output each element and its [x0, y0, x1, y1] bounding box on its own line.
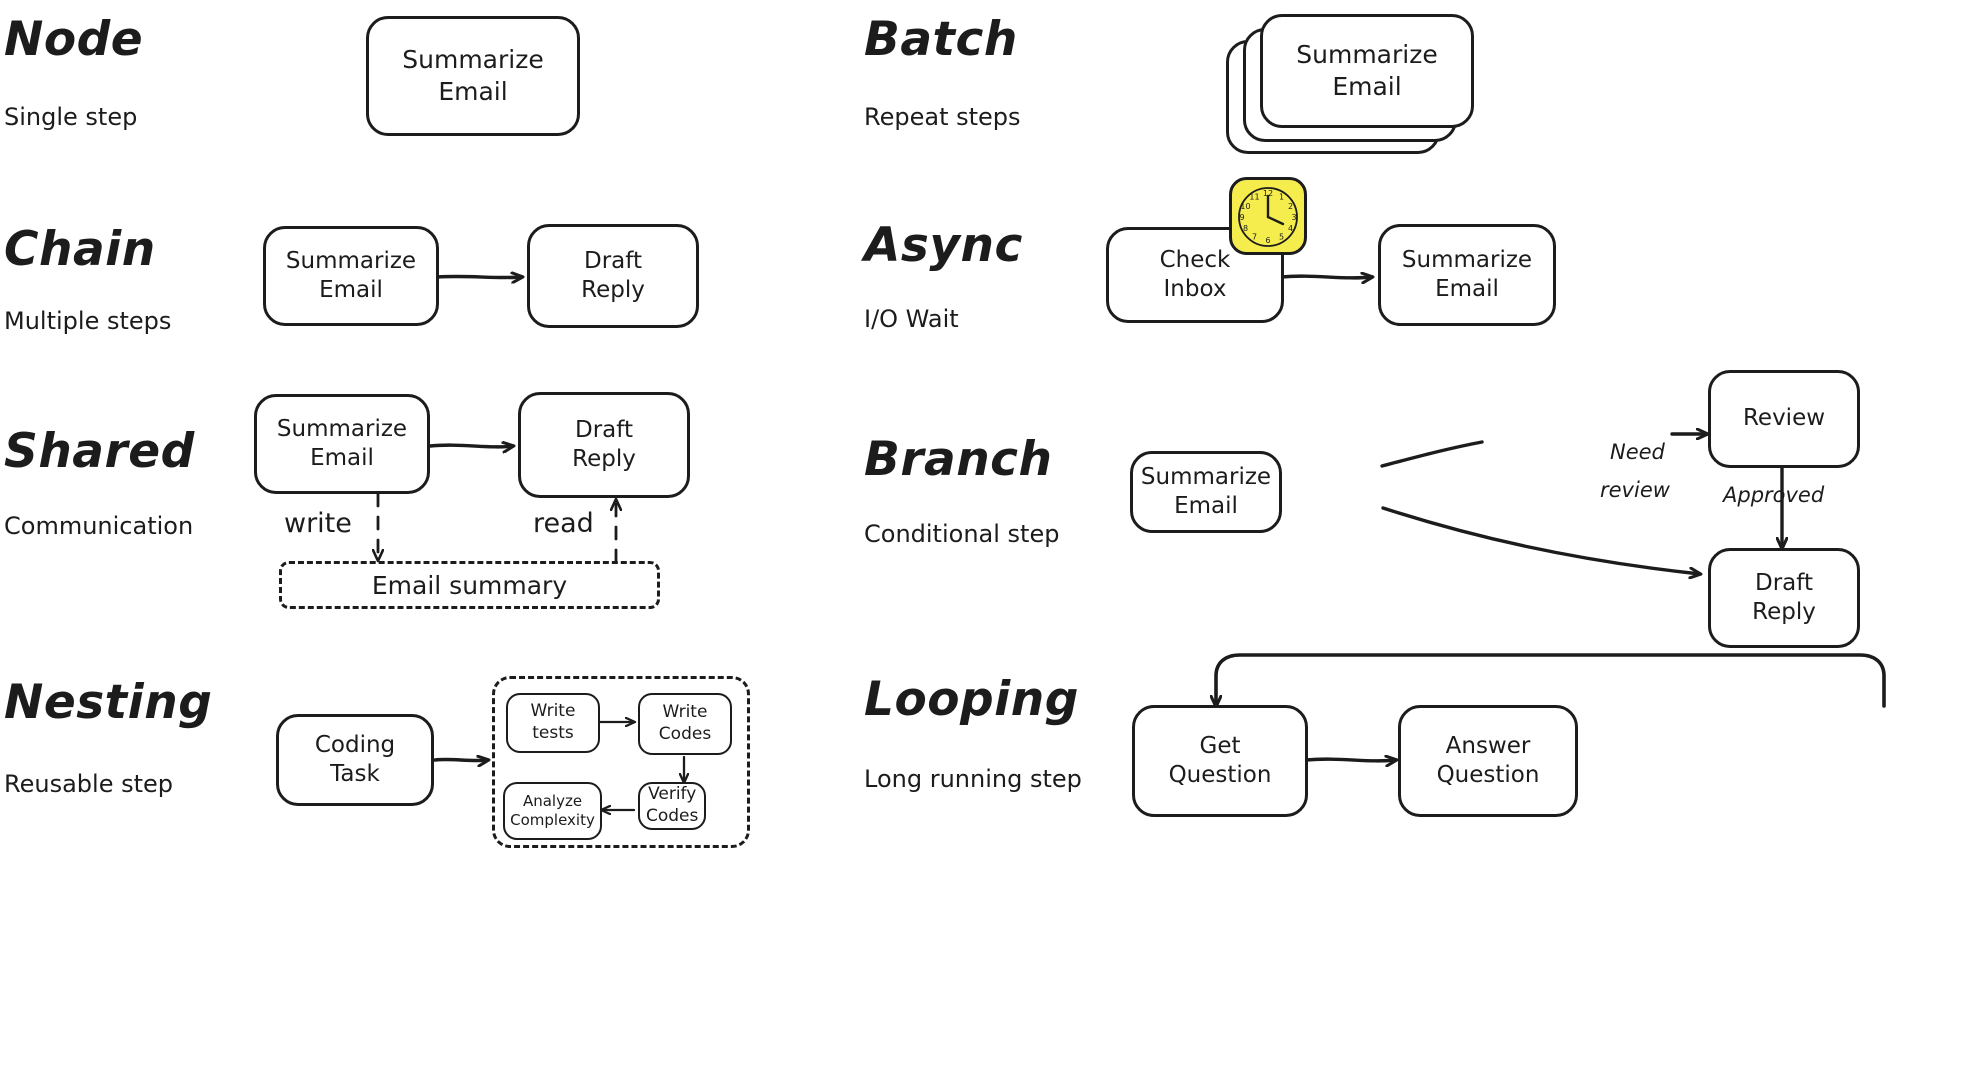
clock-num-5: 5 — [1279, 233, 1284, 242]
node-summarize-email-chain[interactable]: Summarize Email — [263, 226, 439, 326]
node-write-codes[interactable]: Write Codes — [638, 693, 732, 755]
clock-num-11: 11 — [1249, 193, 1259, 202]
pattern-title-chain: Chain — [4, 222, 156, 277]
node-label: Review — [1742, 405, 1826, 432]
node-label: Verify Codes — [646, 784, 699, 826]
node-label: Write tests — [530, 701, 576, 743]
pattern-title-async: Async — [864, 218, 1023, 273]
node-answer-question[interactable]: Answer Question — [1398, 705, 1578, 817]
node-label: Answer Question — [1436, 732, 1540, 788]
pattern-subtitle-chain: Multiple steps — [4, 307, 172, 335]
node-get-question[interactable]: Get Question — [1132, 705, 1308, 817]
node-analyze-complexity[interactable]: Analyze Complexity — [503, 782, 602, 840]
clock-num-9: 9 — [1239, 213, 1244, 222]
edge-label-need: Need — [1610, 440, 1665, 464]
node-label: Summarize Email — [1140, 463, 1272, 519]
edge-looping-get-to-answer — [1304, 759, 1396, 761]
pattern-title-batch: Batch — [864, 12, 1018, 67]
clock-num-4: 4 — [1288, 224, 1293, 233]
node-draft-reply-chain[interactable]: Draft Reply — [527, 224, 699, 328]
edge-chain-summarize-to-draft — [435, 276, 522, 277]
edge-shared-summarize-to-draft — [428, 445, 513, 447]
edge-branch-need-review — [1380, 434, 1707, 468]
pattern-subtitle-batch: Repeat steps — [864, 103, 1021, 131]
node-label: Analyze Complexity — [510, 791, 595, 829]
node-label: Write Codes — [658, 702, 712, 744]
clock-num-1: 1 — [1279, 193, 1284, 202]
node-label: Summarize Email — [276, 415, 408, 471]
edge-label-write: write — [284, 508, 352, 539]
shared-store-label: Email summary — [371, 570, 568, 600]
pattern-subtitle-looping: Long running step — [864, 765, 1082, 793]
node-summarize-email-async[interactable]: Summarize Email — [1378, 224, 1556, 326]
clock-num-10: 10 — [1240, 202, 1250, 211]
node-summarize-email-batch[interactable]: Summarize Email — [1260, 14, 1474, 128]
pattern-subtitle-branch: Conditional step — [864, 520, 1060, 548]
edge-nesting-coding-to-group — [433, 759, 488, 760]
node-write-tests[interactable]: Write tests — [506, 693, 600, 753]
pattern-title-shared: Shared — [4, 424, 195, 479]
node-check-inbox-async[interactable]: Check Inbox — [1106, 227, 1284, 323]
clock-icon-svg: 12 1 2 3 4 5 6 7 8 9 10 11 — [1229, 177, 1307, 255]
pattern-title-looping: Looping — [864, 672, 1079, 727]
node-label: Summarize Email — [285, 247, 417, 303]
node-label: Draft Reply — [1752, 569, 1816, 625]
node-summarize-email-shared[interactable]: Summarize Email — [254, 394, 430, 494]
node-label: Check Inbox — [1159, 246, 1231, 302]
node-verify-codes[interactable]: Verify Codes — [638, 782, 707, 830]
edge-looping-answer-to-get — [1216, 653, 1886, 706]
pattern-subtitle-nesting: Reusable step — [4, 770, 173, 798]
pattern-subtitle-shared: Communication — [4, 512, 194, 540]
node-label: Draft Reply — [572, 416, 636, 472]
clock-icon: 12 1 2 3 4 5 6 7 8 9 10 11 — [1228, 176, 1308, 260]
nesting-group-container — [492, 676, 750, 848]
clock-num-6: 6 — [1265, 236, 1270, 245]
clock-num-2: 2 — [1288, 202, 1293, 211]
node-review-branch[interactable]: Review — [1708, 370, 1860, 468]
pattern-subtitle-node: Single step — [4, 103, 138, 131]
node-label: Draft Reply — [581, 247, 645, 303]
pattern-subtitle-async: I/O Wait — [864, 305, 959, 333]
clock-num-8: 8 — [1243, 224, 1248, 233]
edge-async-check-to-summarize — [1279, 276, 1372, 278]
node-label: Summarize Email — [1296, 40, 1438, 101]
node-summarize-email-node[interactable]: Summarize Email — [366, 16, 580, 136]
pattern-title-branch: Branch — [864, 432, 1053, 487]
edge-label-read: read — [533, 508, 594, 539]
clock-num-7: 7 — [1252, 233, 1257, 242]
node-label: Summarize Email — [1401, 246, 1533, 302]
node-label: Coding Task — [314, 731, 396, 787]
node-draft-reply-shared[interactable]: Draft Reply — [518, 392, 690, 498]
edge-label-review: review — [1600, 478, 1670, 502]
clock-num-12: 12 — [1263, 189, 1273, 198]
node-coding-task[interactable]: Coding Task — [276, 714, 434, 806]
node-summarize-email-branch[interactable]: Summarize Email — [1130, 451, 1282, 533]
clock-num-3: 3 — [1291, 213, 1296, 222]
pattern-title-nesting: Nesting — [4, 675, 213, 730]
edge-branch-summarize-to-draft — [1381, 506, 1700, 574]
shared-store-email-summary[interactable]: Email summary — [279, 561, 660, 609]
pattern-title-node: Node — [4, 12, 144, 67]
edge-label-approved: Approved — [1723, 483, 1825, 507]
node-label: Get Question — [1168, 732, 1272, 788]
node-label: Summarize Email — [402, 45, 544, 106]
node-draft-reply-branch[interactable]: Draft Reply — [1708, 548, 1860, 648]
